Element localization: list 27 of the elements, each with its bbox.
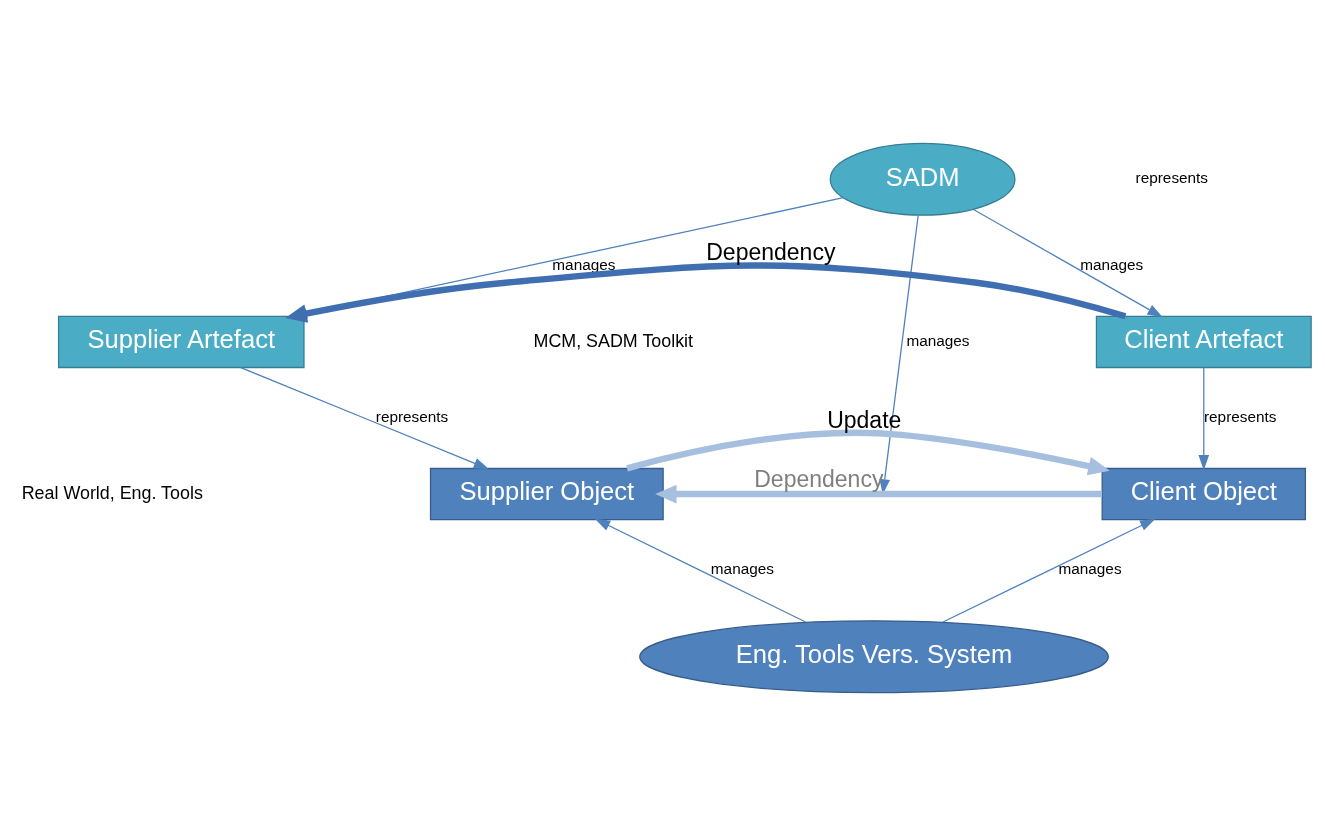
arrow [240,366,490,470]
label: represents [1135,169,1209,187]
node-box: Client Artefact [1095,315,1312,369]
arrow [655,484,1103,504]
arrow [626,429,1110,476]
edge-label: manages [1080,255,1144,273]
arrow [972,208,1163,318]
arrow [1198,366,1210,471]
node-box: Client Object [1101,467,1307,521]
node-ellipse: Eng. Tools Vers. System [639,620,1109,694]
edge-label: Dependency [706,238,836,265]
label: Real World, Eng. Tools [21,482,203,503]
edge-label: manages [1058,560,1122,578]
edge-label: Dependency [754,465,884,492]
arrow [942,518,1156,623]
edge-label: represents [1204,407,1277,425]
node-box: Supplier Object [429,467,664,521]
edge-label: manages [710,560,774,578]
edge-label: Update [827,406,902,433]
node-box: Supplier Artefact [57,315,305,369]
node-ellipse: SADM [829,142,1016,216]
edge-label: represents [375,407,449,425]
edge-label: manages [552,255,616,273]
arrow [285,262,1127,323]
label: MCM, SADM Toolkit [533,330,694,351]
arrow [594,518,807,623]
edge-label: manages [906,331,970,349]
